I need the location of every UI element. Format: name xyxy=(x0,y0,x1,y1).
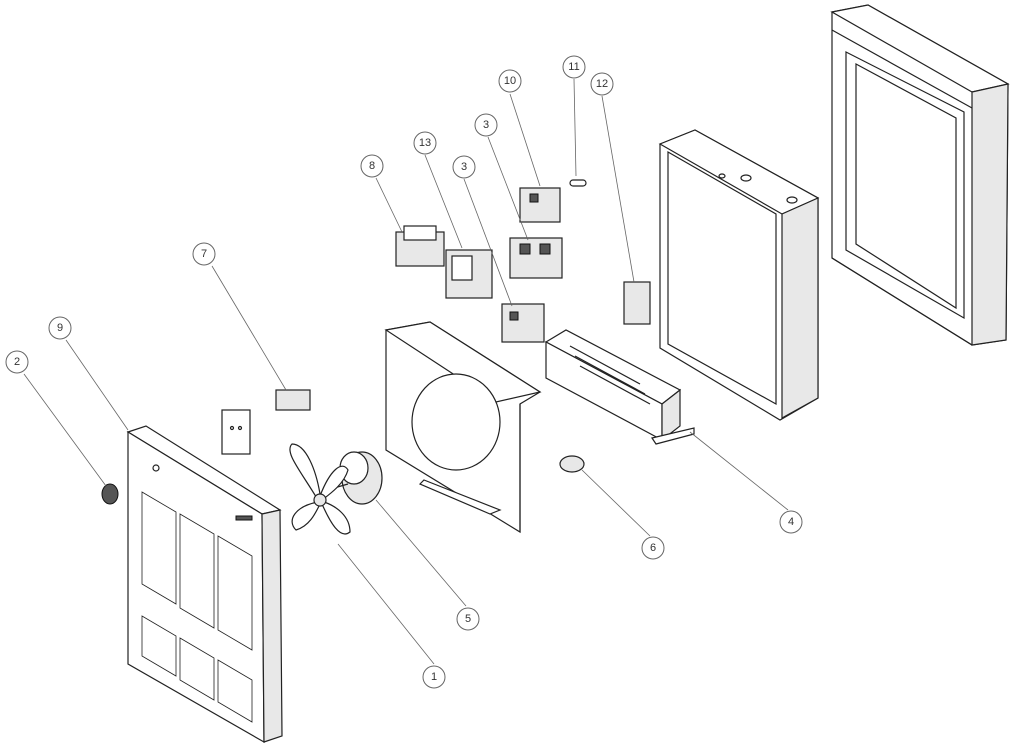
callout-3-lower-label: 3 xyxy=(461,161,467,173)
callout-3-lower: 3 xyxy=(452,155,476,179)
callout-5-label: 5 xyxy=(465,613,471,625)
fan-blade xyxy=(289,443,351,535)
callout-3-upper-label: 3 xyxy=(483,119,489,131)
callout-5: 5 xyxy=(456,607,480,631)
thermal-cutout-12 xyxy=(623,281,651,325)
callout-1-label: 1 xyxy=(431,671,437,683)
callout-6: 6 xyxy=(641,536,665,560)
leader-lines xyxy=(23,78,789,665)
callout-2: 2 xyxy=(5,350,29,374)
contactor-upper xyxy=(509,237,563,279)
grille-slots-lower xyxy=(141,615,253,723)
callout-2-label: 2 xyxy=(14,356,20,368)
callout-8-label: 8 xyxy=(369,160,375,172)
fan-mounting-frame xyxy=(384,321,542,534)
callout-4: 4 xyxy=(779,510,803,534)
contactor-lower xyxy=(501,303,545,343)
callout-9: 9 xyxy=(48,316,72,340)
callout-7: 7 xyxy=(192,242,216,266)
callout-4-label: 4 xyxy=(788,516,794,528)
thermostat-6 xyxy=(559,455,585,473)
callout-11-label: 11 xyxy=(568,61,579,73)
callout-8: 8 xyxy=(360,154,384,178)
heating-element-assembly xyxy=(544,329,695,445)
transformer xyxy=(395,225,445,267)
callout-13-label: 13 xyxy=(419,137,431,149)
relay-10 xyxy=(519,187,561,223)
control-relay xyxy=(445,249,493,299)
callout-9-label: 9 xyxy=(57,322,63,334)
callout-6-label: 6 xyxy=(650,542,656,554)
callout-3-upper: 3 xyxy=(474,113,498,137)
fan-motor xyxy=(333,451,383,505)
inner-heater-box xyxy=(658,129,820,421)
callout-1: 1 xyxy=(422,665,446,689)
front-grille xyxy=(126,425,283,744)
back-wall-box xyxy=(830,4,1010,346)
callout-10-label: 10 xyxy=(504,75,516,87)
mounting-bracket xyxy=(221,409,251,455)
callout-12: 12 xyxy=(590,72,614,96)
fuse-11 xyxy=(569,179,587,187)
knob-2 xyxy=(101,483,119,505)
terminal-block-7 xyxy=(275,389,311,411)
callout-13: 13 xyxy=(413,131,437,155)
callout-12-label: 12 xyxy=(596,78,608,90)
callout-10: 10 xyxy=(498,69,522,93)
callout-7-label: 7 xyxy=(201,248,207,260)
grille-slots-upper xyxy=(141,491,253,651)
callout-11: 11 xyxy=(562,55,586,79)
